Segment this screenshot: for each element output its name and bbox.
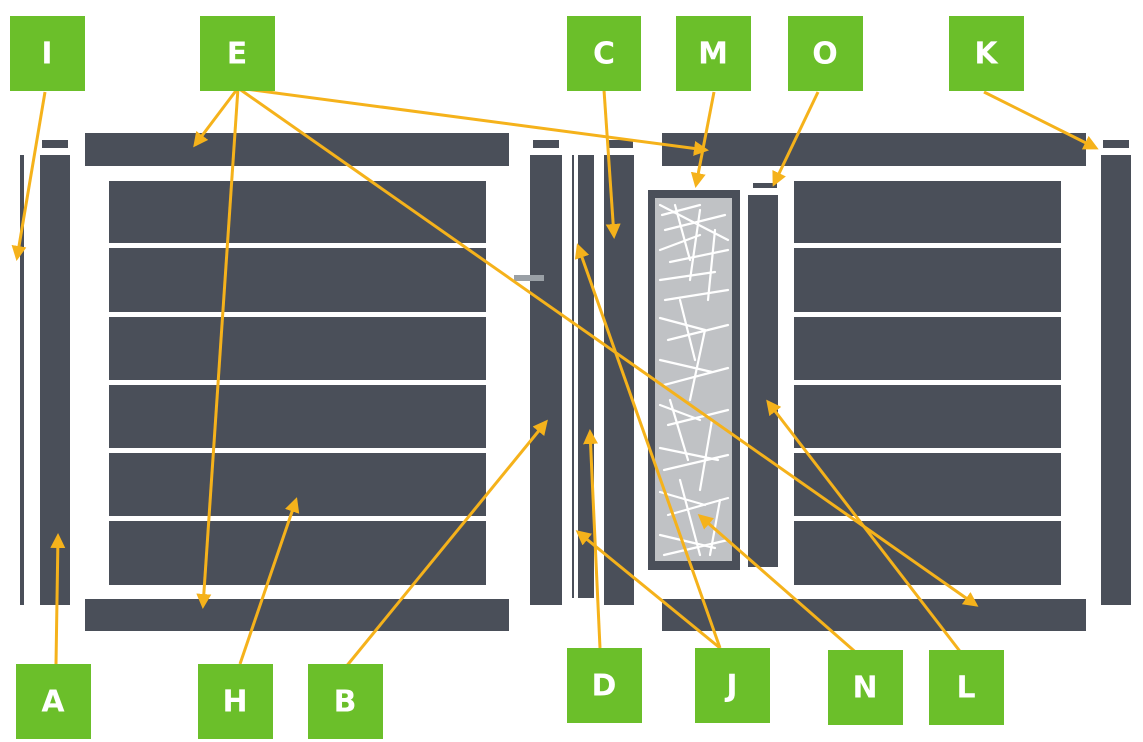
label-O-text: O: [812, 37, 838, 72]
slat: [109, 521, 486, 585]
post-middle-cap: [533, 140, 559, 148]
arrow-J-2: [574, 243, 722, 649]
arrow-M: [690, 91, 716, 188]
slat: [794, 521, 1061, 585]
slat: [794, 385, 1061, 448]
wall-rail-thin: [20, 155, 24, 605]
post-right: [1101, 155, 1131, 605]
handle: [514, 275, 544, 281]
top-rail-left: [85, 133, 509, 166]
arrow-L: [766, 399, 964, 655]
label-I-text: I: [41, 37, 52, 72]
arrow-E-3: [237, 86, 709, 156]
label-B: B: [308, 664, 383, 739]
post-right-cap: [1103, 140, 1129, 148]
label-M-text: M: [698, 37, 728, 72]
stile-C: [604, 155, 634, 605]
slat: [109, 317, 486, 380]
slat: [794, 317, 1061, 380]
label-H: H: [198, 664, 273, 739]
slat: [109, 453, 486, 516]
stile-C-cap: [607, 140, 633, 148]
label-A-text: A: [41, 685, 65, 720]
arrow-E-4: [237, 86, 979, 607]
middle-gate: [572, 140, 778, 605]
label-N-text: N: [852, 671, 877, 706]
label-J-text: J: [724, 669, 737, 704]
label-L-text: L: [956, 671, 975, 706]
label-L: L: [929, 650, 1004, 725]
bottom-rail-right: [662, 599, 1086, 631]
label-D-text: D: [592, 669, 617, 704]
bottom-rail-left: [85, 599, 509, 631]
thin-line-D: [572, 155, 574, 598]
label-J: J: [695, 648, 770, 723]
arrow-H: [238, 497, 300, 665]
label-M: M: [676, 16, 751, 91]
arrow-O: [772, 91, 820, 187]
post-left: [40, 155, 70, 605]
label-C: C: [567, 16, 641, 91]
stile-L: [748, 195, 778, 567]
label-H-text: H: [222, 685, 247, 720]
label-K-text: K: [974, 37, 999, 72]
label-C-text: C: [593, 37, 615, 72]
left-gate: [20, 133, 562, 631]
arrow-A: [50, 533, 66, 665]
slat: [109, 181, 486, 243]
palm-leaf-pattern: [655, 198, 732, 561]
arrows: [11, 86, 1099, 669]
right-gate: [662, 133, 1131, 631]
top-rail-right: [662, 133, 1086, 166]
arrow-E-2: [196, 87, 240, 609]
label-E: E: [200, 16, 275, 91]
slat: [794, 453, 1061, 516]
arrow-K: [983, 90, 1099, 150]
arrow-E-1: [193, 87, 240, 148]
label-E-text: E: [227, 37, 248, 72]
label-A: A: [16, 664, 91, 739]
slat: [794, 248, 1061, 312]
thin-stile-D: [578, 155, 594, 598]
slat: [109, 385, 486, 448]
arrow-I: [11, 91, 47, 261]
slats-right: [794, 181, 1061, 585]
label-D: D: [567, 648, 642, 723]
slat: [794, 181, 1061, 243]
arrow-B: [343, 419, 548, 669]
arrow-D: [583, 429, 602, 649]
slats-left: [109, 181, 486, 585]
post-left-cap: [42, 140, 68, 148]
slat: [109, 248, 486, 312]
arrow-J-1: [575, 530, 721, 650]
arrow-C: [602, 89, 621, 239]
post-middle: [530, 155, 562, 605]
label-N: N: [828, 650, 903, 725]
label-I: I: [10, 16, 85, 91]
label-K: K: [949, 16, 1024, 91]
label-B-text: B: [334, 685, 357, 720]
arrow-N: [697, 514, 861, 658]
label-O: O: [788, 16, 863, 91]
stile-L-cap: [753, 183, 777, 188]
